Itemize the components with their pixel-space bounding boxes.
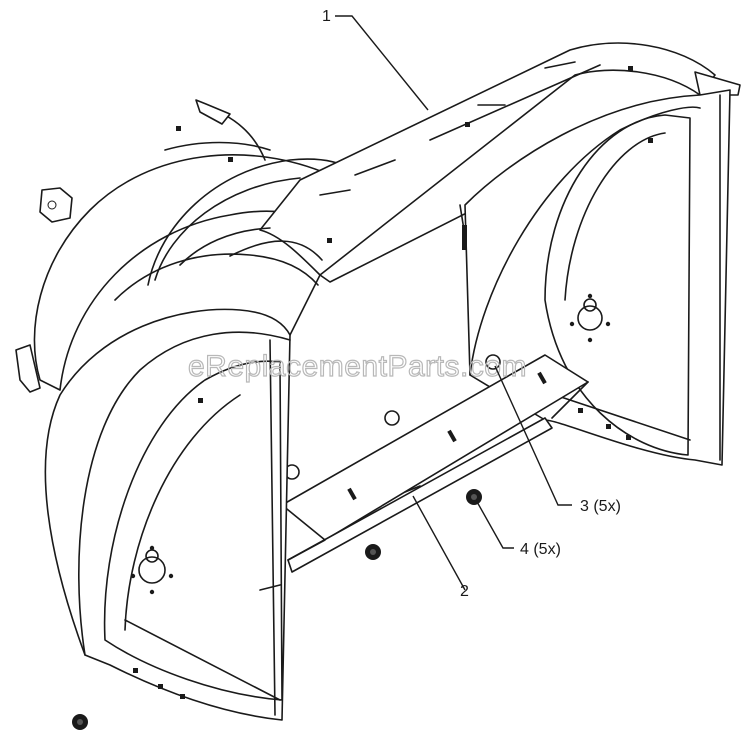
left-side-plate — [44, 308, 291, 721]
callout-4: 4 (5x) — [520, 541, 561, 558]
watermark-text: eReplacementParts.com — [188, 350, 527, 383]
leader-line-4 — [475, 499, 514, 549]
callout-1: 1 — [322, 8, 331, 25]
leader-line-3 — [494, 365, 572, 506]
leader-line-2 — [412, 495, 466, 591]
flange-nuts — [72, 489, 482, 730]
callout-3: 3 (5x) — [580, 498, 621, 515]
callout-2: 2 — [460, 583, 469, 600]
leader-line-1 — [335, 15, 429, 111]
impeller-housing — [15, 99, 353, 393]
scraper-bar — [281, 354, 589, 573]
